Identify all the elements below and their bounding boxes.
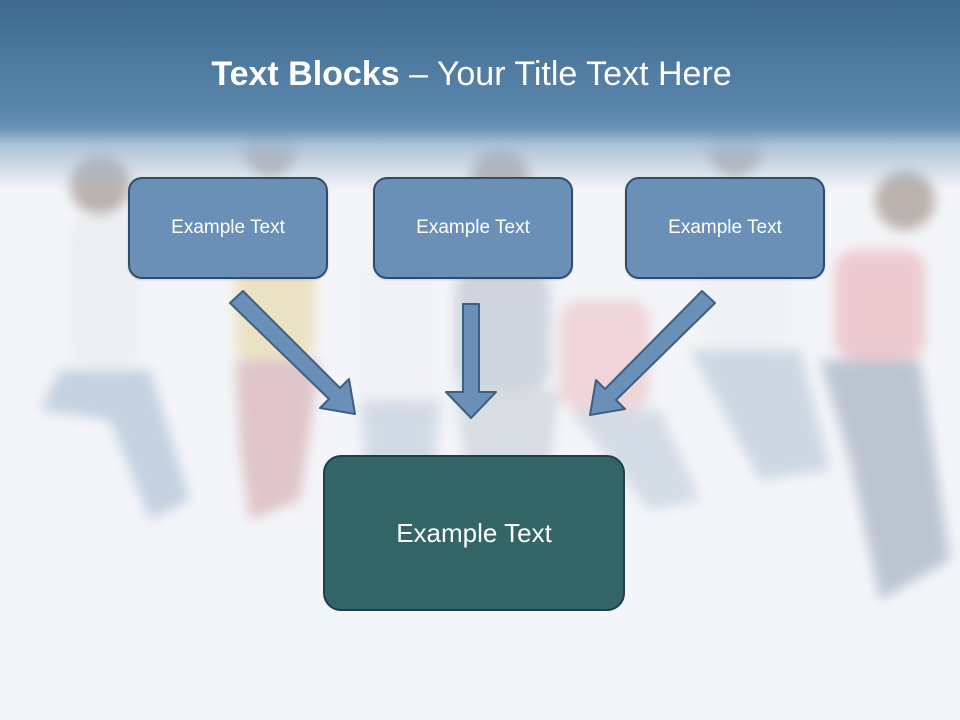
title-separator: – xyxy=(399,55,437,93)
text-block-1[interactable]: Example Text xyxy=(128,177,328,279)
text-block-3[interactable]: Example Text xyxy=(625,177,825,279)
text-block-2[interactable]: Example Text xyxy=(373,177,573,279)
title-bold: Text Blocks xyxy=(211,55,400,93)
text-block-main[interactable]: Example Text xyxy=(323,455,625,611)
slide-title: Text Blocks – Your Title Text Here xyxy=(0,52,943,96)
header-band xyxy=(0,0,960,190)
title-rest: Your Title Text Here xyxy=(436,55,732,93)
